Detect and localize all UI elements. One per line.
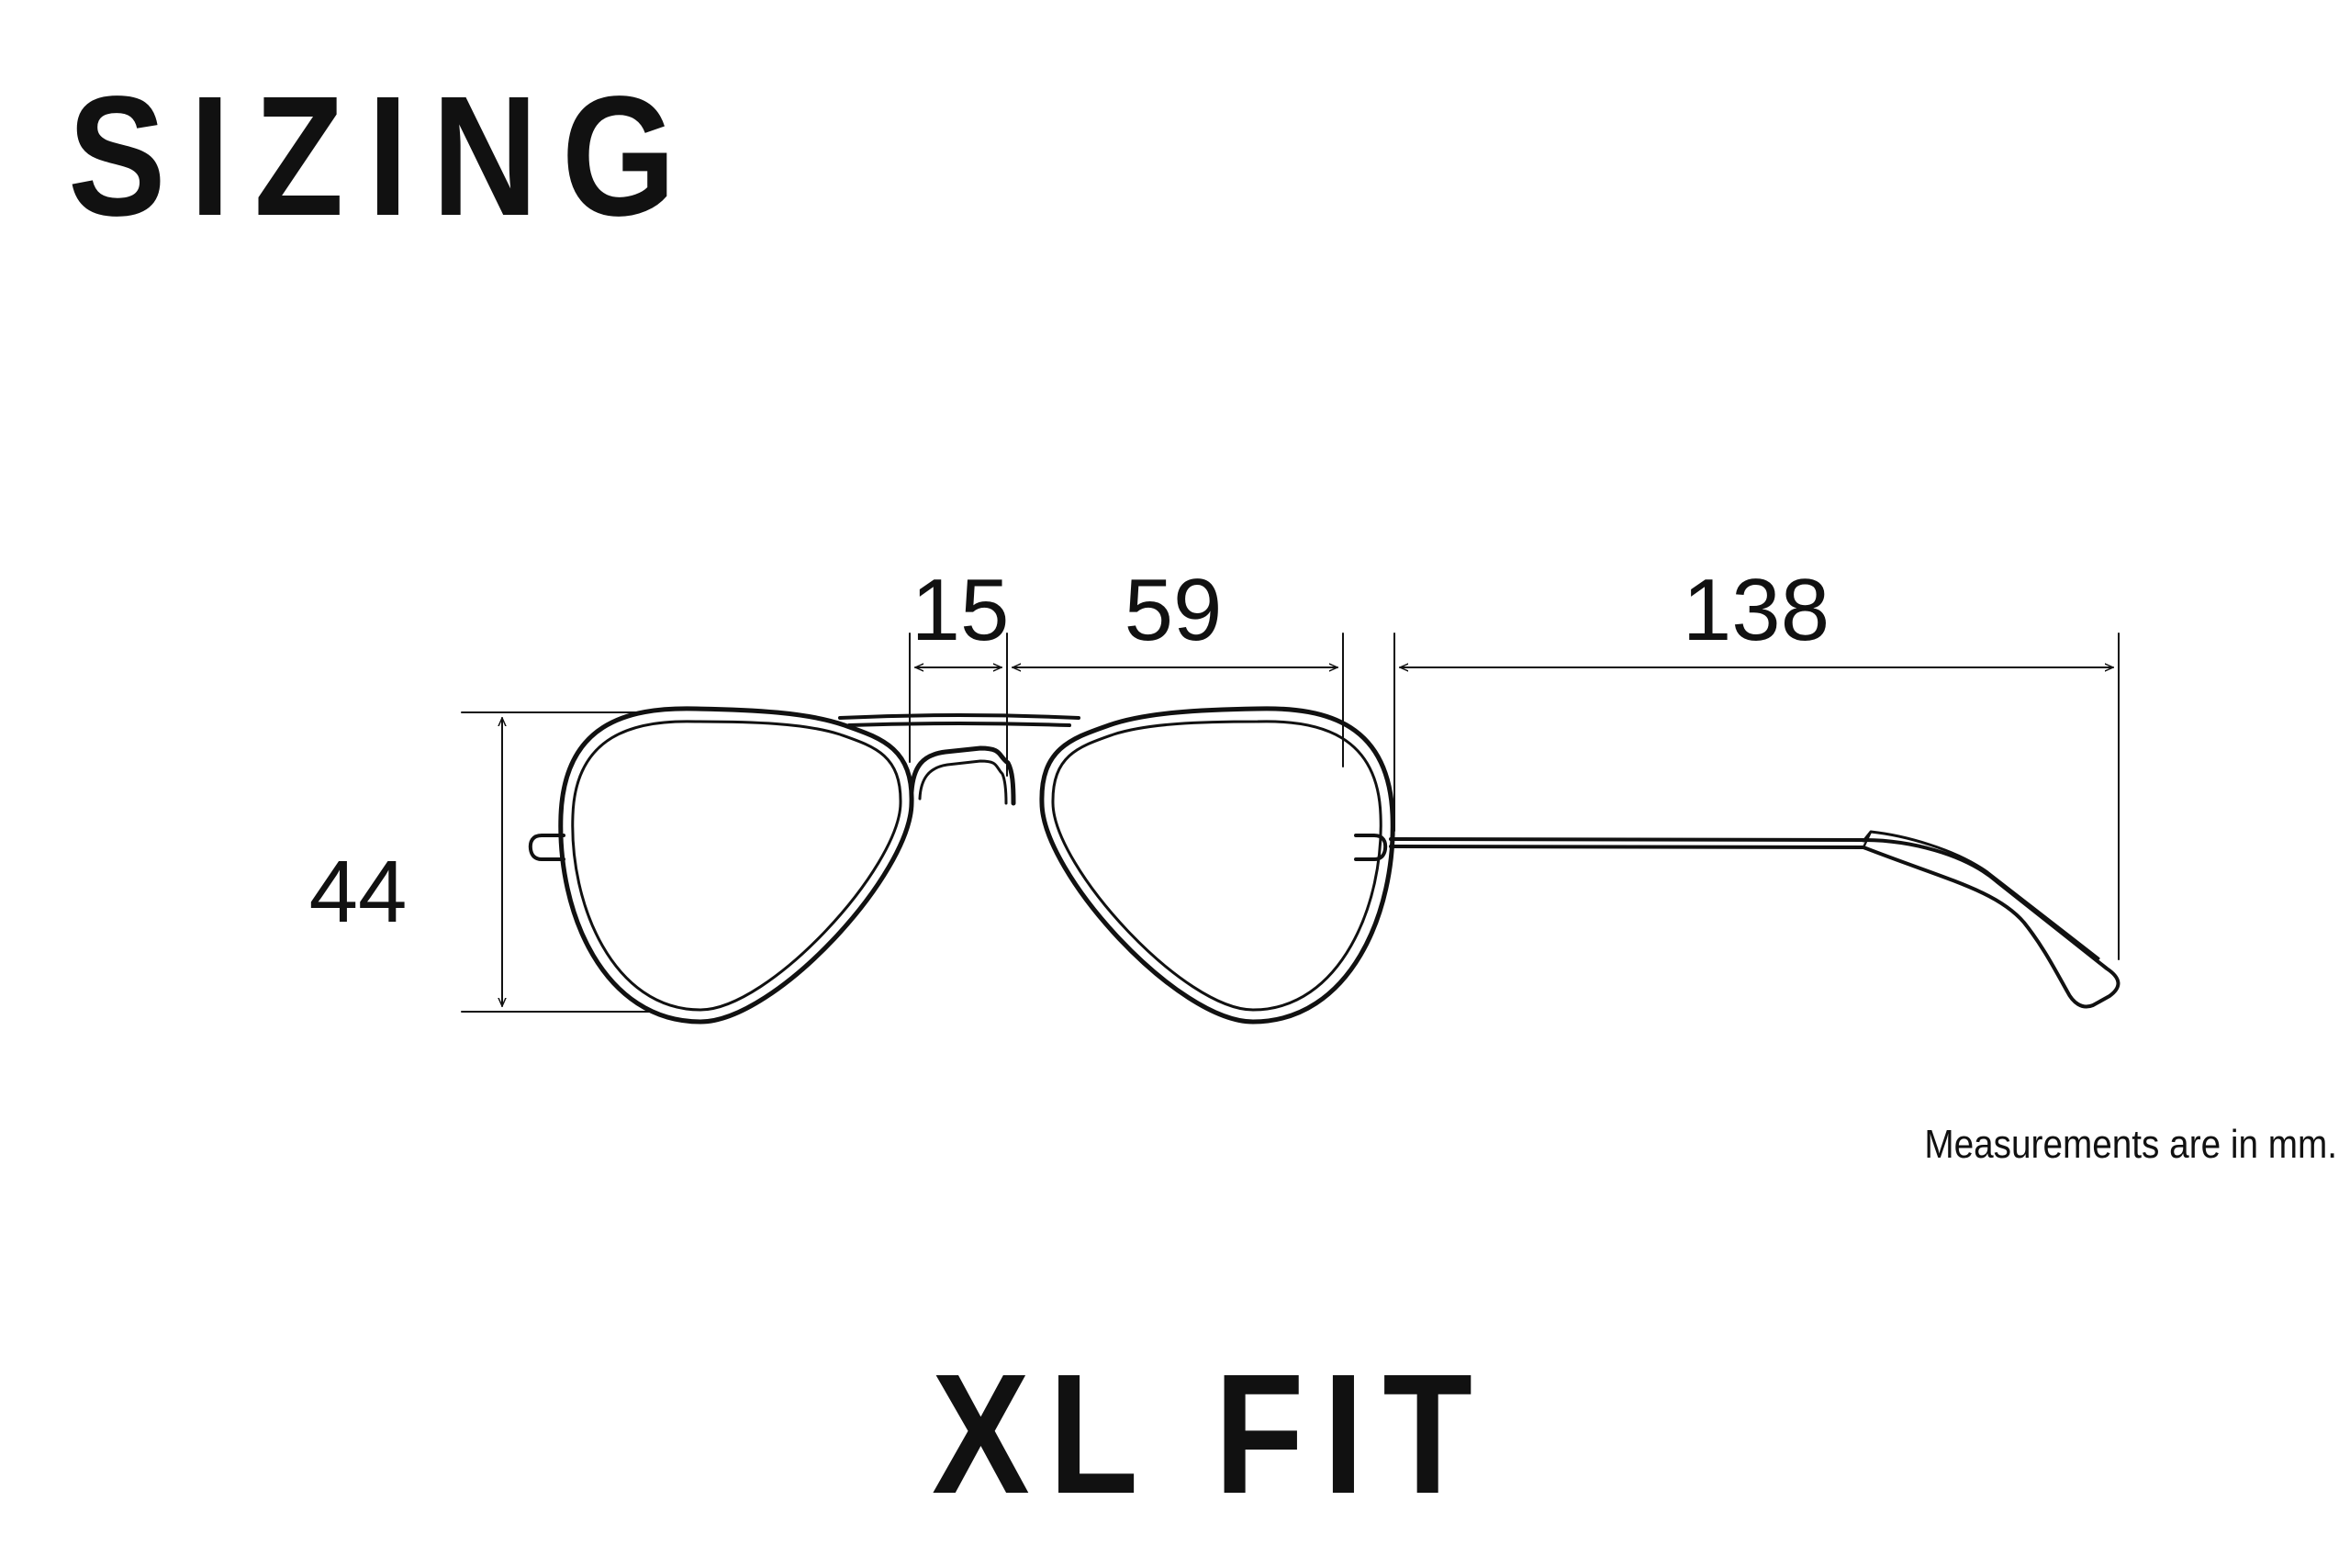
lens-height-dimension: [461, 711, 655, 1013]
temple-length-dimension: [1393, 633, 2120, 960]
nose-bridge: [909, 745, 1016, 806]
left-lens: [558, 706, 914, 1025]
temple-length-label: 138: [1683, 561, 1830, 659]
bridge-dimension: [909, 633, 1008, 777]
bridge-width-label: 15: [912, 561, 1010, 659]
page-title: SIZING: [68, 62, 700, 252]
measurement-note: Measurements are in mm.: [1924, 1122, 2337, 1167]
fit-label: XL FIT: [932, 1339, 1492, 1529]
right-hinge: [1354, 834, 1388, 861]
lens-width-dimension: [1012, 633, 1344, 767]
right-lens: [1039, 706, 1395, 1025]
top-bar: [838, 713, 1080, 727]
lens-width-label: 59: [1125, 561, 1223, 659]
lens-height-label: 44: [309, 843, 408, 941]
temple-arm: [1389, 830, 2121, 1009]
left-hinge: [528, 834, 565, 861]
